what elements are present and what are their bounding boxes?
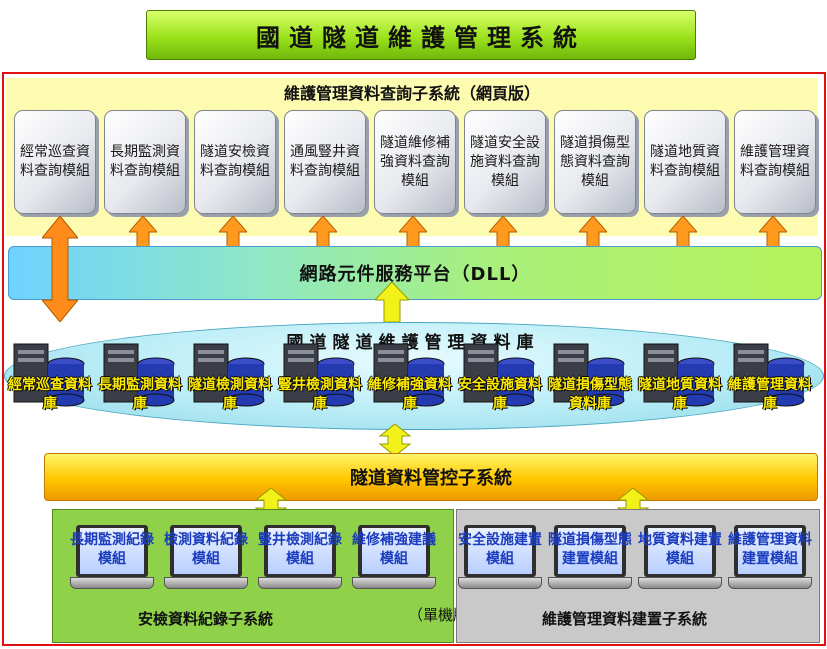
data-control-subsystem: 隧道資料管控子系統 xyxy=(44,453,818,501)
laptop-icon: 檢測資料紀錄模組 xyxy=(164,525,248,597)
database-server-icon xyxy=(13,343,85,407)
db-label-long-term-monitoring: 長期監測資料庫 xyxy=(98,377,182,412)
db-label-safety-facility: 安全設施資料庫 xyxy=(458,377,542,412)
arrow-up-icon xyxy=(219,216,247,256)
module-routine-patrol-query: 經常巡查資料查詢模組 xyxy=(14,110,96,214)
database-server-icon xyxy=(643,343,715,407)
control-subsystem-label: 隧道資料管控子系統 xyxy=(350,468,512,489)
bidirectional-arrow-icon xyxy=(378,424,412,456)
system-title-banner: 國道隧道維護管理系統 xyxy=(146,10,696,60)
laptop-icon: 安全設施建置模組 xyxy=(458,525,542,597)
db-label-maintenance-reinforcement: 維修補強資料庫 xyxy=(368,377,452,412)
arrow-up-icon xyxy=(309,216,337,256)
arrow-up-icon xyxy=(759,216,787,256)
laptop-icon: 維修補強建議模組 xyxy=(352,525,436,597)
db-label-shaft-inspection: 豎井檢測資料庫 xyxy=(278,377,362,412)
inspection-subsystem-label: 安檢資料紀錄子系統 xyxy=(138,610,274,628)
arrow-up-icon xyxy=(579,216,607,256)
module-damage-type-build: 隧道損傷型態建置模組 xyxy=(548,532,632,567)
module-geology-query: 隧道地質資料查詢模組 xyxy=(644,110,726,214)
platform-label: 網路元件服務平台（DLL） xyxy=(299,264,531,285)
module-tunnel-safety-inspection-query: 隧道安檢資料查詢模組 xyxy=(194,110,276,214)
laptop-icon: 隧道損傷型態建置模組 xyxy=(548,525,632,597)
maintenance-subsystem-label: 維護管理資料建置子系統 xyxy=(542,610,708,628)
arrow-up-icon xyxy=(489,216,517,256)
module-maintenance-management-build: 維護管理資料建置模組 xyxy=(728,532,812,567)
bidirectional-arrow-icon xyxy=(42,216,78,322)
db-label-maintenance-management: 維護管理資料庫 xyxy=(728,377,812,412)
network-component-platform: 網路元件服務平台（DLL） xyxy=(8,246,822,300)
system-frame xyxy=(2,72,826,646)
arrow-up-icon xyxy=(669,216,697,256)
module-ventilation-shaft-query: 通風豎井資料查詢模組 xyxy=(284,110,366,214)
database-server-icon xyxy=(193,343,265,407)
database-server-icon xyxy=(553,343,625,407)
database-server-icon xyxy=(103,343,175,407)
database-server-icon xyxy=(373,343,445,407)
laptop-icon: 地質資料建置模組 xyxy=(638,525,722,597)
arrow-up-icon xyxy=(375,282,409,322)
laptop-icon: 維護管理資料建置模組 xyxy=(728,525,812,597)
module-maintenance-management-query: 維護管理資料查詢模組 xyxy=(734,110,816,214)
system-title: 國道隧道維護管理系統 xyxy=(256,23,586,52)
module-long-term-monitoring-query: 長期監測資料查詢模組 xyxy=(104,110,186,214)
arrow-up-icon xyxy=(129,216,157,256)
module-maintenance-suggestion: 維修補強建議模組 xyxy=(352,532,436,567)
module-safety-facility-query: 隧道安全設施資料查詢模組 xyxy=(464,110,546,214)
module-geology-build: 地質資料建置模組 xyxy=(638,532,722,567)
database-server-icon xyxy=(283,343,355,407)
db-label-routine-patrol: 經常巡查資料庫 xyxy=(8,377,92,412)
module-safety-facility-build: 安全設施建置模組 xyxy=(458,532,542,567)
database-server-icon xyxy=(463,343,535,407)
laptop-icon: 豎井檢測紀錄模組 xyxy=(258,525,342,597)
db-label-damage-type: 隧道損傷型態資料庫 xyxy=(548,377,632,412)
db-label-tunnel-inspection: 隧道檢測資料庫 xyxy=(188,377,272,412)
db-label-geology: 隧道地質資料庫 xyxy=(638,377,722,412)
module-shaft-inspection-record: 豎井檢測紀錄模組 xyxy=(258,532,342,567)
database-server-icon xyxy=(733,343,805,407)
module-damage-type-query: 隧道損傷型態資料查詢模組 xyxy=(554,110,636,214)
module-inspection-data-record: 檢測資料紀錄模組 xyxy=(164,532,248,567)
web-query-subsystem-title: 維護管理資料查詢子系統（網頁版） xyxy=(283,84,540,103)
module-maintenance-reinforcement-query: 隧道維修補強資料查詢模組 xyxy=(374,110,456,214)
arrow-up-icon xyxy=(399,216,427,256)
module-long-term-monitoring-record: 長期監測紀錄模組 xyxy=(70,532,154,567)
laptop-icon: 長期監測紀錄模組 xyxy=(70,525,154,597)
